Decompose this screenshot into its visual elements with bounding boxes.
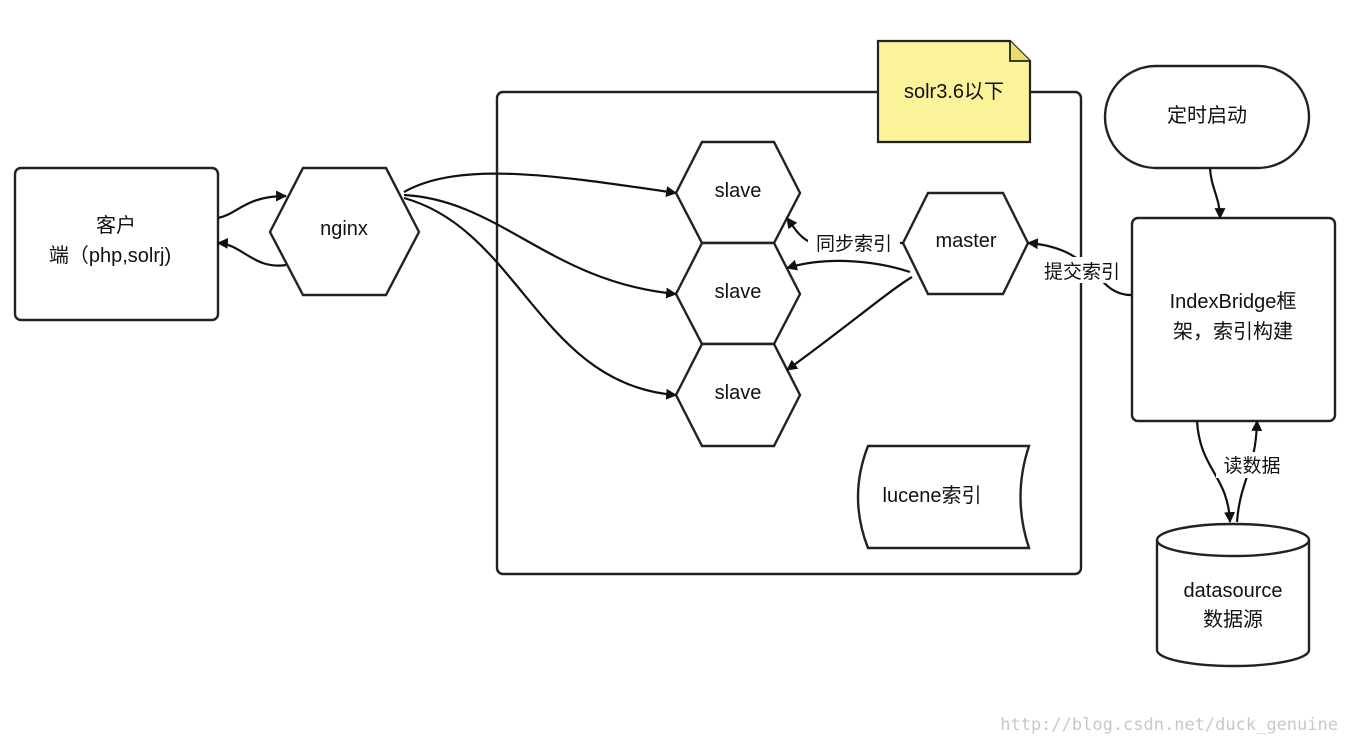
lucene-index-node-label: lucene索引: [883, 484, 982, 507]
edge-master-to-slave-2: [785, 259, 911, 274]
datasource-node-label-line1: datasource: [1184, 580, 1283, 602]
edge-nginx-to-client: [216, 237, 287, 267]
slave-node-label: slave: [715, 281, 762, 303]
slave-node: slave: [674, 241, 802, 346]
edge-nginx-to-slave-3: [403, 196, 678, 400]
slave-node-label: slave: [715, 382, 762, 404]
client-node-label-line1: 客户: [96, 214, 136, 237]
edge-indexbridge-to-datasource: [1195, 420, 1236, 524]
master-node-label: master: [935, 230, 996, 252]
nginx-node: nginx: [268, 166, 421, 297]
edge-nginx-to-slave-2: [403, 193, 678, 299]
indexbridge-node-label-line2: 架，索引构建: [1173, 320, 1293, 343]
client-node: 客户 端（php,solrj): [13, 166, 220, 322]
slave-node: slave: [674, 342, 802, 448]
indexbridge-node-label-line1: IndexBridge框: [1170, 290, 1297, 313]
edge-label-sync-index: 同步索引: [816, 233, 892, 255]
nginx-node-label: nginx: [320, 218, 368, 240]
edge-label-submit-index: 提交索引: [1044, 261, 1120, 283]
datasource-node: datasource 数据源: [1155, 522, 1311, 668]
watermark-url: http://blog.csdn.net/duck_genuine: [1000, 715, 1338, 735]
lucene-index-node: lucene索引: [856, 444, 1031, 550]
timer-start-node-label: 定时启动: [1167, 104, 1247, 127]
edge-label-read-data: 读数据: [1223, 455, 1280, 477]
solr-version-note-label: solr3.6以下: [904, 81, 1004, 103]
edge-master-to-slave-3: [786, 276, 913, 371]
edge-timer-to-indexbridge: [1208, 167, 1226, 220]
solr-version-note: solr3.6以下: [876, 39, 1032, 144]
edge-client-to-nginx: [217, 190, 288, 220]
timer-start-node: 定时启动: [1103, 64, 1311, 170]
indexbridge-node: IndexBridge框 架，索引构建: [1130, 216, 1337, 423]
master-node: master: [901, 191, 1030, 296]
edge-nginx-to-slave-1: [403, 172, 678, 198]
datasource-node-label-line2: 数据源: [1203, 608, 1263, 631]
slave-node-label: slave: [715, 180, 762, 202]
slave-node: slave: [674, 140, 802, 245]
client-node-label-line2: 端（php,solrj): [49, 244, 171, 267]
